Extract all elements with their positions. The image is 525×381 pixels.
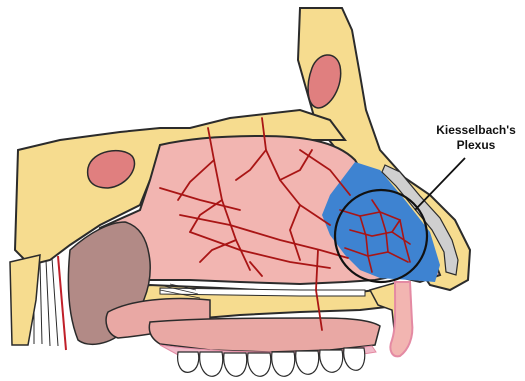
plexus-label: Kiesselbach's Plexus (432, 123, 520, 153)
tooth (344, 348, 365, 370)
tooth (296, 351, 319, 374)
occipital-bone (10, 255, 40, 345)
tooth (248, 353, 271, 376)
plexus-label-line1: Kiesselbach's (432, 123, 520, 138)
plexus-label-line2: Plexus (432, 138, 520, 153)
tooth (178, 352, 199, 372)
oral-mucosa (149, 318, 380, 352)
annotation-leader-line (415, 158, 465, 210)
tooth (224, 353, 247, 376)
tooth (200, 352, 223, 376)
tooth (272, 352, 295, 376)
pharyngeal-red-line (58, 256, 66, 350)
tooth (320, 350, 343, 372)
